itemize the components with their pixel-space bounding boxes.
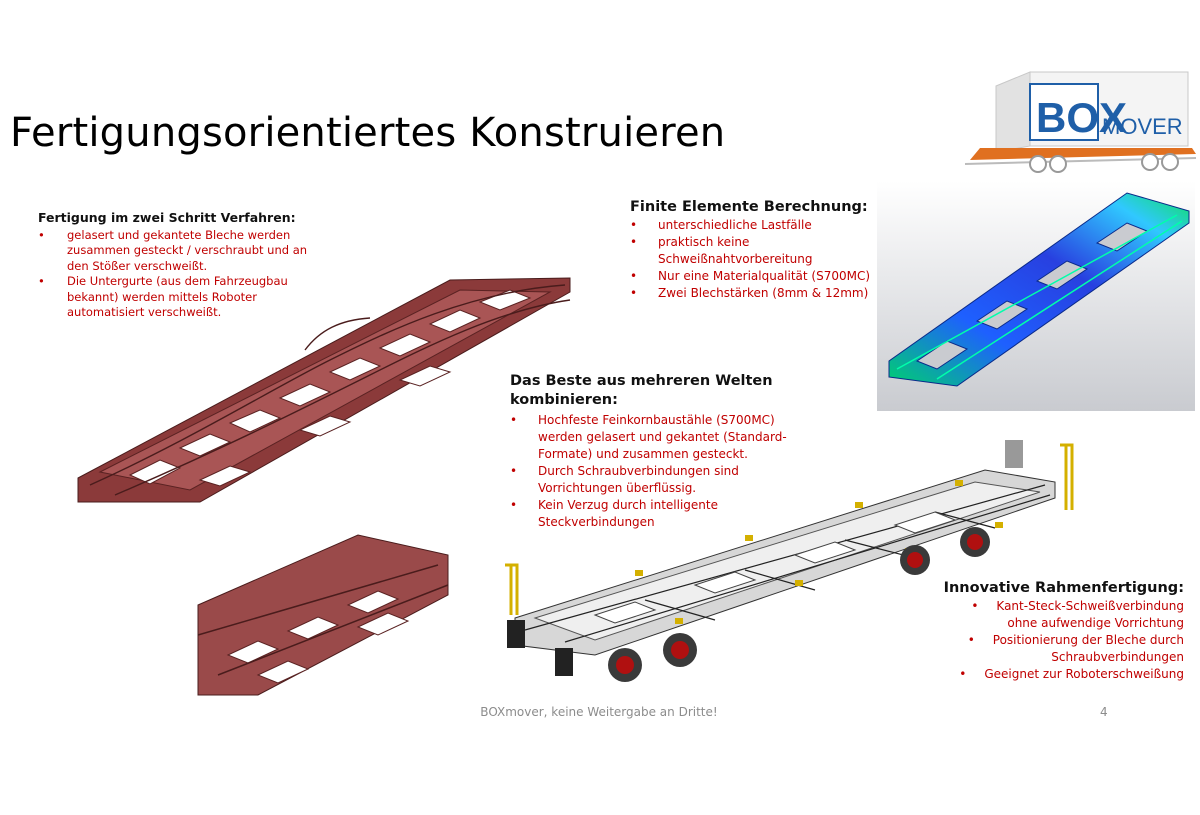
footer-text: BOXmover, keine Weitergabe an Dritte!	[0, 705, 1200, 719]
fem-bullet: Nur eine Materialqualität (S700MC)	[630, 268, 875, 285]
logo-box-text: BOX	[1036, 94, 1127, 141]
fem-section: Finite Elemente Berechnung: unterschiedl…	[630, 199, 875, 302]
slide-title: Fertigungsorientiertes Konstruieren	[10, 110, 726, 156]
best-of-worlds-heading: Das Beste aus mehreren Welten kombiniere…	[510, 373, 773, 408]
fem-bullet: unterschiedliche Lastfälle	[630, 217, 875, 234]
two-step-bullet: gelasert und gekantete Bleche werden zus…	[38, 228, 313, 275]
best-of-worlds-bullet: Kein Verzug durch intelligente Steckverb…	[510, 497, 800, 531]
frame-production-heading: Innovative Rahmenfertigung:	[943, 580, 1184, 596]
logo-mover-text: MOVER	[1102, 114, 1183, 139]
frame-production-section: Innovative Rahmenfertigung: Kant-Steck-S…	[940, 580, 1184, 683]
page-number: 4	[1100, 705, 1108, 719]
best-of-worlds-section: Das Beste aus mehreren Welten kombiniere…	[510, 372, 800, 531]
frame-production-bullet: Kant-Steck-Schweißverbindung ohne aufwen…	[940, 598, 1184, 632]
best-of-worlds-bullet: Durch Schraubverbindungen sind Vorrichtu…	[510, 463, 800, 497]
fem-bullet: praktisch keine Schweißnahtvorbereitung	[630, 234, 875, 268]
footer-label: BOXmover, keine Weitergabe an Dritte!	[480, 705, 718, 719]
frame-production-bullet: Positionierung der Bleche durch Schraubv…	[940, 632, 1184, 666]
two-step-section: Fertigung im zwei Schritt Verfahren: gel…	[38, 210, 313, 321]
best-of-worlds-bullet: Hochfeste Feinkornbaustähle (S700MC) wer…	[510, 412, 800, 463]
two-step-bullet: Die Untergurte (aus dem Fahrzeugbau beka…	[38, 274, 313, 321]
frame-production-bullet: Geeignet zur Roboterschweißung	[940, 666, 1184, 683]
fem-bullet: Zwei Blechstärken (8mm & 12mm)	[630, 285, 875, 302]
fem-heading: Finite Elemente Berechnung:	[630, 199, 868, 215]
two-step-heading: Fertigung im zwei Schritt Verfahren:	[38, 210, 296, 225]
